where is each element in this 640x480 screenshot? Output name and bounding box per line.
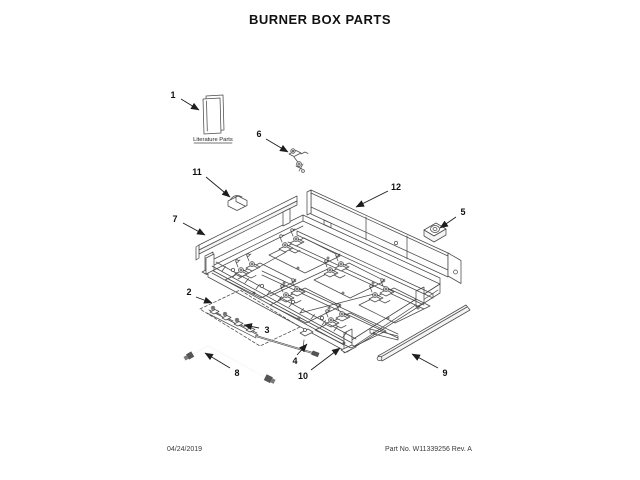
callout-4: 4 <box>292 343 308 366</box>
callout-1: 1 <box>170 90 200 111</box>
footer-date: 04/24/2019 <box>167 446 203 453</box>
callout-2: 2 <box>186 287 213 304</box>
callout-12: 12 <box>355 182 401 208</box>
callout-9: 9 <box>411 353 448 378</box>
svg-text:5: 5 <box>460 207 465 217</box>
trim-strip-bottom <box>376 304 471 362</box>
svg-text:1: 1 <box>170 90 175 100</box>
svg-text:9: 9 <box>442 368 447 378</box>
literature-booklet <box>202 94 225 135</box>
svg-text:6: 6 <box>256 129 261 139</box>
footer-part-number: Part No. W11339256 Rev. A <box>385 446 472 453</box>
page-title: BURNER BOX PARTS <box>248 12 392 27</box>
callout-5: 5 <box>439 207 466 229</box>
manifold-pipe <box>211 261 357 344</box>
callout-10: 10 <box>298 347 341 381</box>
literature-parts-label: Literature Parts <box>193 137 233 143</box>
burner-assemblies <box>224 228 431 349</box>
svg-text:2: 2 <box>186 287 191 297</box>
manifold-end-fitting <box>299 328 314 350</box>
svg-text:4: 4 <box>292 356 297 366</box>
gas-tube <box>183 344 276 384</box>
back-wall-panel <box>306 189 462 284</box>
svg-text:11: 11 <box>192 167 202 177</box>
svg-text:12: 12 <box>391 182 401 192</box>
callout-3: 3 <box>243 323 270 335</box>
callout-6: 6 <box>256 129 289 153</box>
svg-text:7: 7 <box>172 214 177 224</box>
svg-text:10: 10 <box>298 371 308 381</box>
svg-text:8: 8 <box>234 368 239 378</box>
svg-text:3: 3 <box>264 325 269 335</box>
bracket-clip <box>227 195 248 211</box>
igniter-part <box>288 148 309 173</box>
callout-7: 7 <box>172 214 206 236</box>
callout-8: 8 <box>204 352 240 378</box>
callout-11: 11 <box>192 167 231 198</box>
